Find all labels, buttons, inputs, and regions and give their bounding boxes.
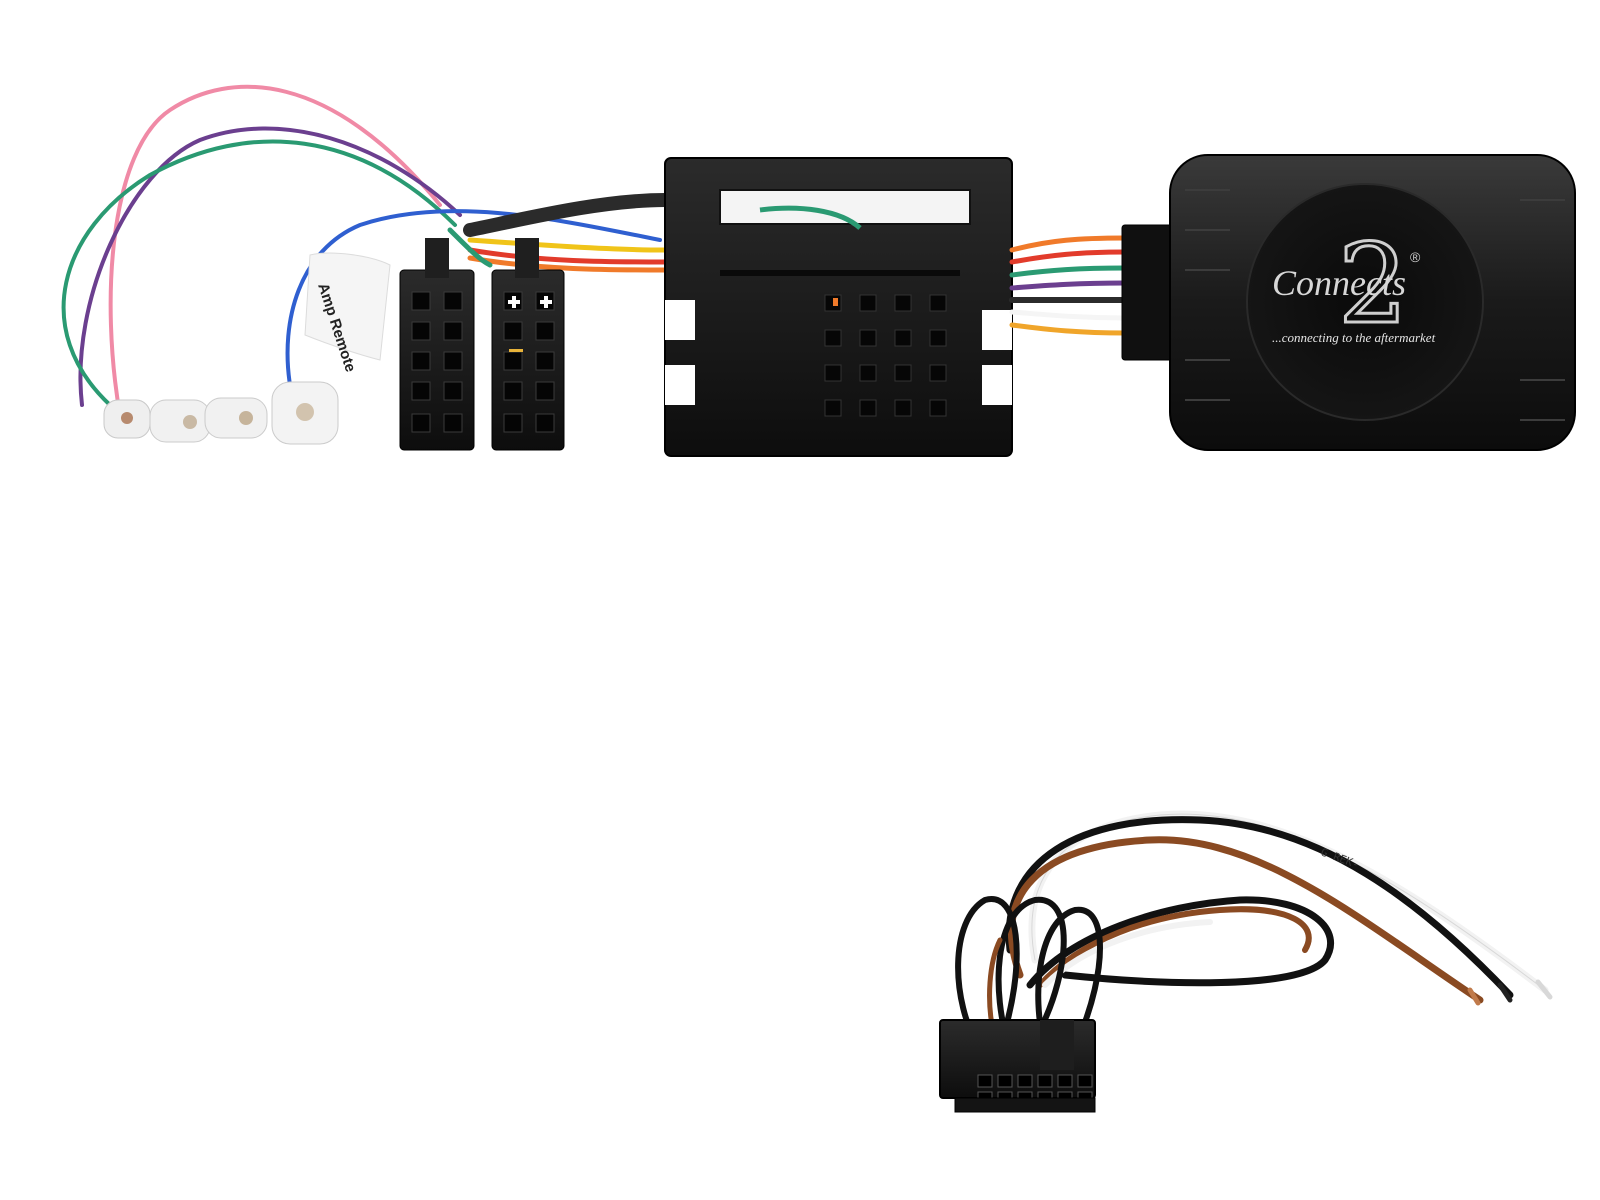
purple-wire — [78, 126, 462, 407]
iso-block-left — [399, 269, 475, 451]
interface-wires — [1009, 235, 1128, 336]
logo-numeral: 2 — [1338, 220, 1408, 348]
logo-disc — [1246, 183, 1484, 421]
terminal-1 — [103, 399, 151, 439]
wire-ends — [1467, 979, 1553, 1006]
terminal-4 — [271, 381, 339, 445]
blue-wire — [285, 209, 662, 387]
green-wire — [61, 139, 457, 407]
harness-wires — [447, 193, 672, 273]
iso-connector — [399, 238, 565, 451]
brand-name: Connects — [1272, 263, 1406, 303]
pink-wire — [108, 84, 442, 417]
box-input-plug — [1121, 224, 1173, 361]
terminal-2 — [149, 399, 211, 443]
quadlock-connector — [664, 157, 1013, 457]
brown-wire — [1007, 836, 1484, 1004]
registered-mark: ® — [1410, 249, 1421, 265]
wire-tag: Amp Remote — [304, 252, 391, 374]
patch-lead-connector — [939, 1019, 1096, 1113]
interface-module: 2 ® Connects ...connecting to the afterm… — [1169, 154, 1576, 451]
patch-lead-wires — [955, 810, 1549, 1053]
cable-print: G REK- — [1319, 846, 1361, 872]
wire-terminals — [103, 381, 339, 445]
brand-tagline: ...connecting to the aftermarket — [1272, 330, 1436, 345]
terminal-3 — [204, 397, 268, 439]
loose-wire-bundle — [61, 84, 662, 417]
black-wire — [1005, 816, 1514, 999]
